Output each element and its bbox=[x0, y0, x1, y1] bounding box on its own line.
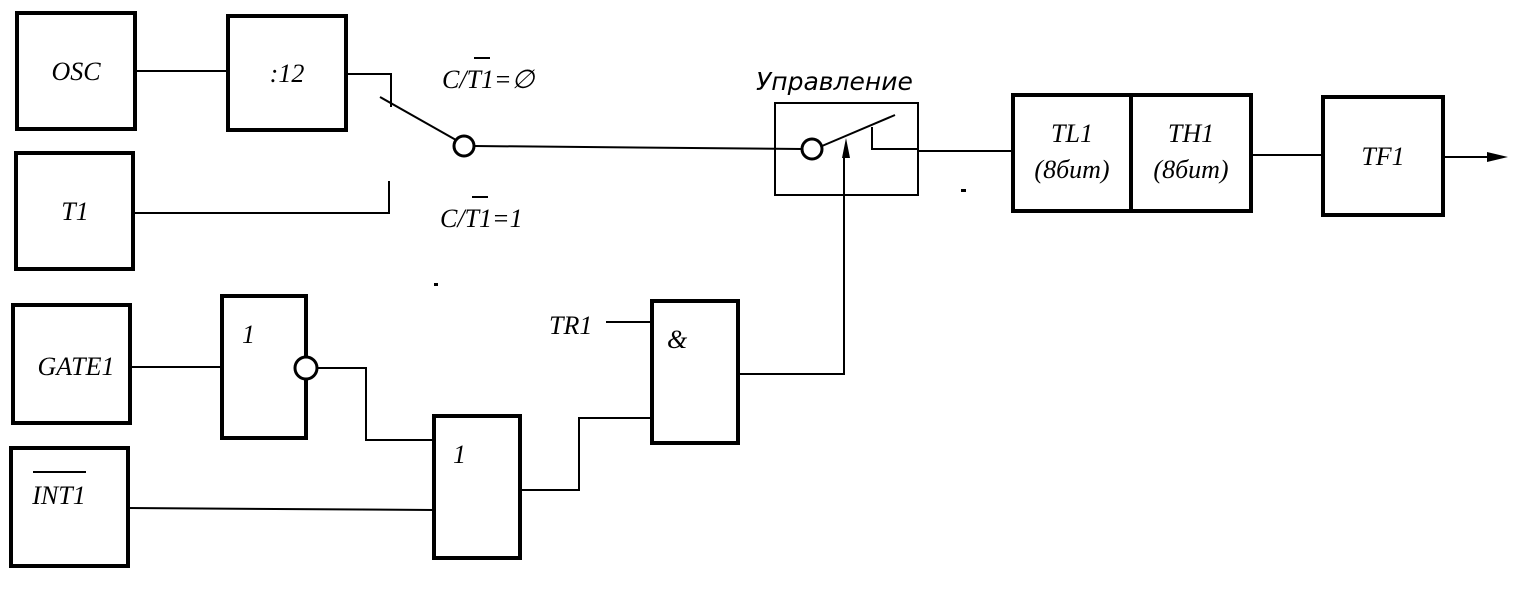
wire-and-control bbox=[738, 155, 845, 375]
tr1-label: TR1 bbox=[549, 311, 592, 340]
and-symbol: & bbox=[667, 325, 688, 354]
th1-name: TH1 bbox=[1168, 119, 1214, 148]
th1-width: (8бит) bbox=[1153, 155, 1228, 184]
scan-speck bbox=[434, 283, 438, 286]
tl1-name: TL1 bbox=[1051, 119, 1093, 148]
or-symbol: 1 bbox=[453, 440, 466, 469]
tf1-label: TF1 bbox=[1361, 142, 1404, 171]
wire-switch-control bbox=[473, 145, 803, 150]
ct-zero-label: C/T1=∅ bbox=[442, 65, 536, 94]
tf1-block: TF1 bbox=[1321, 95, 1445, 217]
divider-label: :12 bbox=[270, 59, 305, 88]
inverter-symbol: 1 bbox=[242, 320, 255, 349]
output-arrow-icon bbox=[1487, 152, 1508, 162]
control-label: Управление bbox=[756, 67, 913, 96]
control-switch bbox=[774, 102, 919, 196]
scan-speck bbox=[961, 189, 966, 192]
wire-int1-or bbox=[127, 507, 435, 511]
gate1-label: GATE1 bbox=[37, 352, 114, 381]
ct-select-switch bbox=[379, 96, 476, 158]
control-switch-arm bbox=[821, 114, 896, 147]
wire-divider-switch bbox=[346, 73, 392, 107]
and-gate: & bbox=[650, 299, 740, 445]
ct-one-label: C/T1=1 bbox=[440, 204, 523, 233]
control-switch-contact bbox=[871, 127, 918, 150]
wire-inverter-or bbox=[317, 367, 434, 441]
osc-block: OSC bbox=[15, 11, 137, 131]
divider-block: :12 bbox=[226, 14, 348, 132]
tl1-register: TL1 (8бит) bbox=[1011, 93, 1133, 213]
osc-label: OSC bbox=[51, 57, 101, 86]
t1-block: T1 bbox=[14, 151, 135, 271]
int1-label: INT1 bbox=[31, 481, 85, 510]
wire-t1-switch bbox=[133, 181, 390, 214]
th1-register: TH1 (8бит) bbox=[1129, 93, 1253, 213]
wire-or-and bbox=[520, 417, 652, 491]
switch-arm bbox=[379, 96, 457, 141]
control-switch-pivot bbox=[800, 137, 824, 161]
switch-pivot bbox=[452, 134, 476, 158]
control-actuator-arrow bbox=[842, 138, 850, 158]
int1-block: INT1 bbox=[9, 446, 130, 568]
gate1-inverter: 1 bbox=[220, 294, 319, 440]
gate1-block: GATE1 bbox=[11, 303, 132, 425]
or-gate: 1 bbox=[432, 414, 522, 560]
tl1-width: (8бит) bbox=[1034, 155, 1109, 184]
inversion-bubble bbox=[293, 355, 319, 381]
t1-label: T1 bbox=[61, 197, 88, 226]
